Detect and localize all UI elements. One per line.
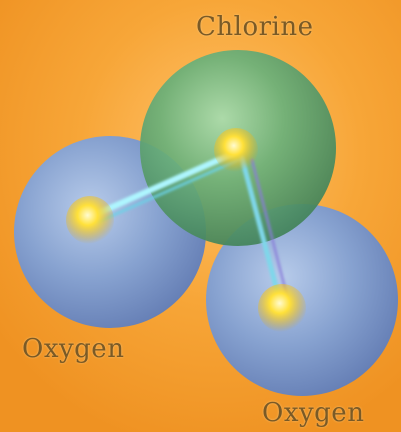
oxygen-right-label: Oxygen — [262, 398, 365, 428]
oxygen-left-nucleus — [66, 196, 114, 244]
oxygen-left-label: Oxygen — [22, 334, 125, 364]
bonds — [89, 151, 290, 305]
bond-left — [89, 151, 235, 219]
bond-right-second — [250, 158, 290, 302]
chlorine-nucleus — [214, 128, 258, 172]
bond-right — [239, 155, 283, 305]
bond-left-second — [96, 158, 240, 224]
oxygen-right-nucleus — [258, 284, 306, 332]
chlorine-label: Chlorine — [196, 12, 314, 42]
